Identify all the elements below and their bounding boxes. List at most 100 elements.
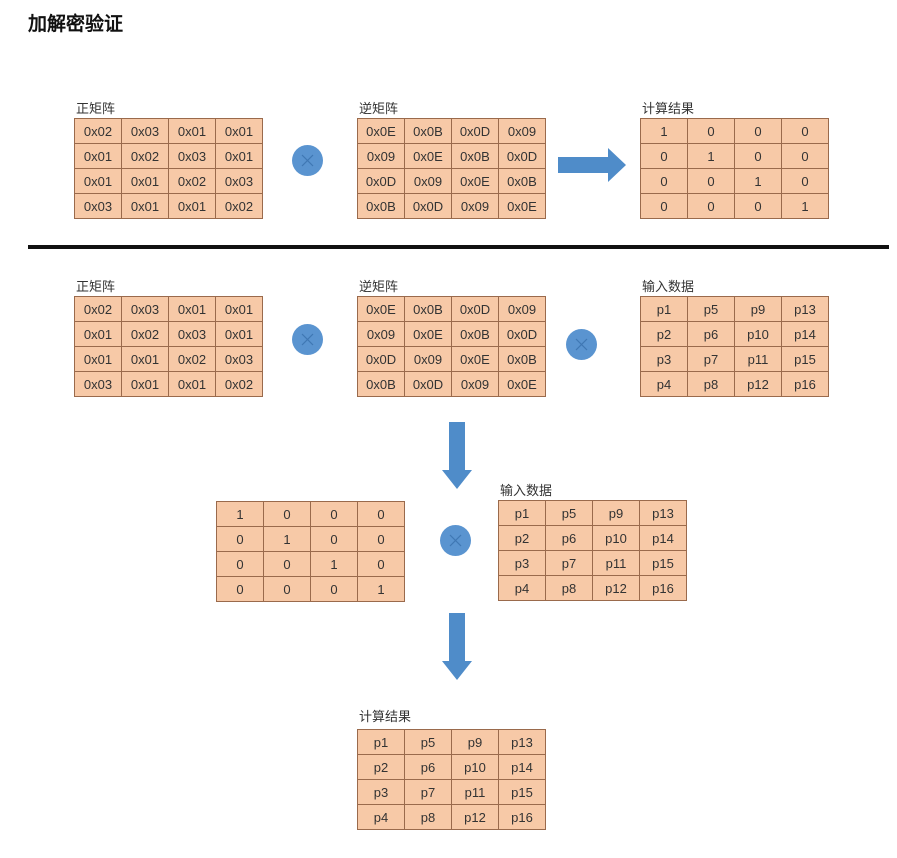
matrix-cell: 0x02 — [215, 371, 263, 397]
matrix-cell: 0x02 — [168, 346, 216, 372]
matrix-cell: 0x03 — [121, 296, 169, 322]
matrix-cell: 0x03 — [121, 118, 169, 144]
matrix-cell: p12 — [451, 804, 499, 830]
matrix-cell: p1 — [357, 729, 405, 755]
matrix-cell: 0 — [640, 168, 688, 194]
matrix-cell: 0x09 — [357, 321, 405, 347]
matrix-cell: 0x0D — [451, 296, 499, 322]
matrix-cell: 0 — [781, 118, 829, 144]
matrix-cell: 0 — [216, 526, 264, 552]
matrix-cell: 0 — [357, 551, 405, 577]
matrix-cell: p1 — [640, 296, 688, 322]
down-arrow-icon — [442, 422, 472, 489]
matrix-cell: 0 — [216, 551, 264, 577]
matrix-cell: p10 — [451, 754, 499, 780]
matrix-cell: 0 — [640, 193, 688, 219]
matrix-cell: 0x0B — [498, 168, 546, 194]
matrix-cell: p6 — [545, 525, 593, 551]
matrix-cell: 0x0E — [451, 346, 499, 372]
matrix-cell: 0x01 — [168, 118, 216, 144]
matrix-cell: p9 — [734, 296, 782, 322]
matrix-cell: p6 — [404, 754, 452, 780]
matrix-cell: 0x09 — [498, 118, 546, 144]
matrix-cell: 0x0E — [357, 118, 405, 144]
matrix-cell: 0x01 — [215, 143, 263, 169]
matrix-cell: 1 — [216, 501, 264, 527]
matrix-cell: 0x0D — [357, 168, 405, 194]
matrix-cell: 0 — [734, 143, 782, 169]
matrix-cell: p6 — [687, 321, 735, 347]
matrix-cell: 0x01 — [168, 371, 216, 397]
matrix-cell: 0x0E — [498, 193, 546, 219]
matrix-cell: 0x01 — [74, 321, 122, 347]
matrix-cell: 0 — [310, 526, 358, 552]
section-divider — [28, 245, 889, 249]
matrix-cell: 0 — [310, 576, 358, 602]
matrix-cell: 0 — [216, 576, 264, 602]
matrix-cell: p16 — [781, 371, 829, 397]
matrix-cell: 0x09 — [404, 168, 452, 194]
matrix-cell: 0x01 — [121, 168, 169, 194]
matrix-cell: p14 — [781, 321, 829, 347]
matrix-cell: p3 — [640, 346, 688, 372]
matrix-cell: 0x0E — [498, 371, 546, 397]
matrix-cell: p12 — [592, 575, 640, 601]
matrix-cell: 0x0D — [404, 193, 452, 219]
matrix-cell: 0x09 — [451, 193, 499, 219]
matrix-cell: p13 — [639, 500, 687, 526]
matrix-cell: p3 — [498, 550, 546, 576]
matrix-cell: p8 — [545, 575, 593, 601]
multiply-operator-icon — [292, 145, 323, 176]
matrix-cell: 0x0E — [404, 143, 452, 169]
matrix-cell: 1 — [640, 118, 688, 144]
matrix-cell: p13 — [781, 296, 829, 322]
matrix-cell: p11 — [592, 550, 640, 576]
matrix-cell: p14 — [639, 525, 687, 551]
matrix-cell: 0x02 — [74, 296, 122, 322]
matrix-cell: p11 — [734, 346, 782, 372]
matrix-cell: p15 — [498, 779, 546, 805]
down-arrow-icon — [442, 613, 472, 680]
matrix-cell: p8 — [404, 804, 452, 830]
matrix-cell: p10 — [734, 321, 782, 347]
multiply-operator-icon — [440, 525, 471, 556]
matrix-cell: 0 — [687, 118, 735, 144]
matrix-cell: 0x0B — [451, 321, 499, 347]
matrix-cell: 1 — [357, 576, 405, 602]
matrix-cell: 0x0D — [357, 346, 405, 372]
matrix-cell: 0x01 — [74, 168, 122, 194]
result-matrix-label: 计算结果 — [642, 102, 695, 117]
matrix-cell: 1 — [781, 193, 829, 219]
matrix-cell: 0x01 — [215, 321, 263, 347]
matrix-cell: 0x09 — [451, 371, 499, 397]
matrix-cell: p4 — [498, 575, 546, 601]
inverse-matrix-label-2: 逆矩阵 — [359, 280, 399, 295]
page-title: 加解密验证 — [28, 13, 124, 35]
matrix-cell: p2 — [357, 754, 405, 780]
matrix-cell: p5 — [404, 729, 452, 755]
matrix-cell: 0x02 — [215, 193, 263, 219]
matrix-cell: 0x0D — [498, 321, 546, 347]
matrix-cell: 0x0B — [404, 118, 452, 144]
matrix-cell: p5 — [545, 500, 593, 526]
